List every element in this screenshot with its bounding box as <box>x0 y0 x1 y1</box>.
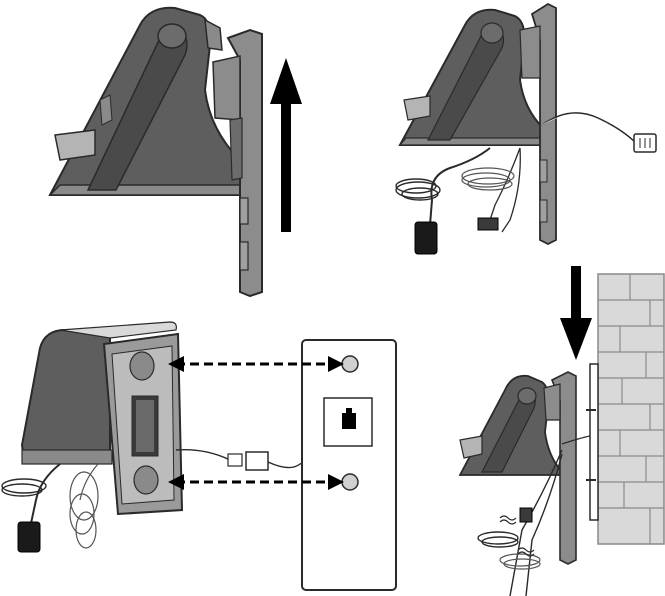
step-1-illustration <box>0 0 330 300</box>
telephone-cord-coil <box>70 464 98 548</box>
step-4-mount-on-wall-panel <box>420 260 665 596</box>
mounting-slot-upper <box>130 352 154 380</box>
up-arrow-icon <box>270 58 302 232</box>
power-cord <box>2 464 60 552</box>
step-3-align-wall-plate-panel <box>0 300 420 596</box>
wall-mount-bracket-rear <box>104 334 182 514</box>
brick-wall <box>598 274 664 544</box>
step-1-slide-bracket-panel <box>0 0 330 300</box>
ferrite-core-icon <box>520 508 532 522</box>
down-arrow-icon <box>560 266 592 360</box>
phone-plug-icon <box>246 452 268 470</box>
mounting-slot-lower <box>134 466 158 494</box>
wall-phone-jack-plate <box>590 364 598 520</box>
telephone-base-side-view <box>50 8 240 195</box>
power-adapter-icon <box>18 522 40 552</box>
step-2-connect-cords-panel <box>330 0 665 300</box>
lower-mounting-peg <box>342 474 358 490</box>
power-cord <box>396 148 490 254</box>
wall-phone-jack-plate <box>302 340 396 590</box>
power-adapter-icon <box>415 222 437 254</box>
upper-mounting-peg <box>342 356 358 372</box>
telephone-line-cord <box>542 113 656 152</box>
step-4-illustration <box>420 260 665 596</box>
step-3-illustration <box>0 300 420 596</box>
step-2-illustration <box>330 0 665 300</box>
ferrite-core-icon <box>478 218 498 230</box>
